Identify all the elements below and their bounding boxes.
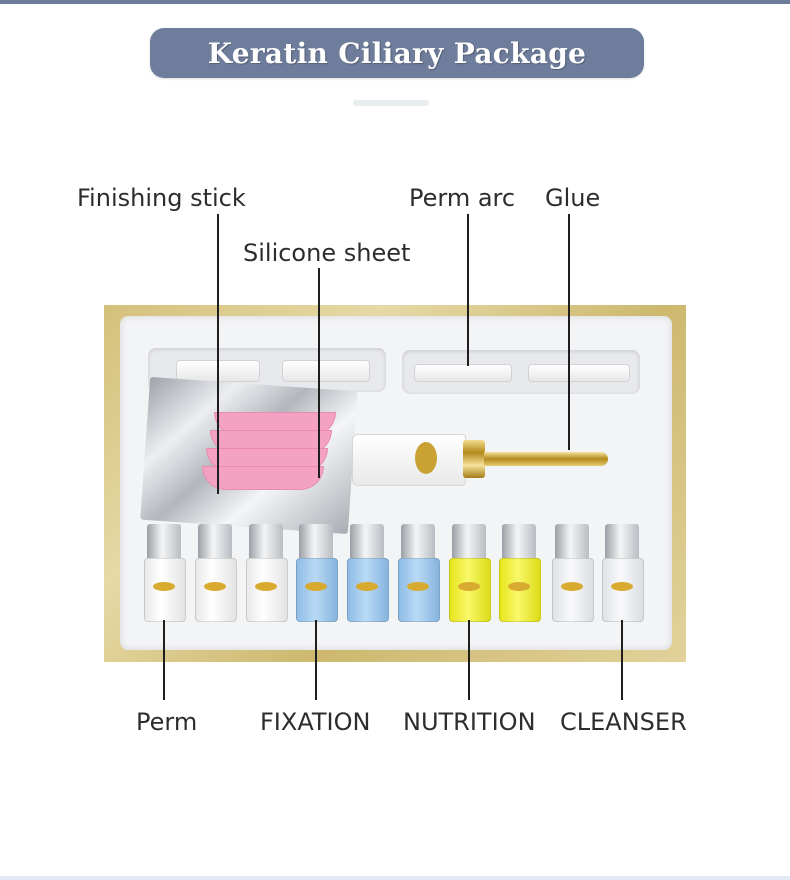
perm-vial: [144, 524, 186, 622]
label-perm-arc: Perm arc: [409, 184, 516, 212]
perm-vial: [195, 524, 237, 622]
cleanser-vial: [552, 524, 594, 622]
perm-arc: [414, 364, 512, 382]
pointer-perm: [163, 620, 165, 700]
nutrition-vial: [449, 524, 491, 622]
fixation-vial: [398, 524, 440, 622]
glue-neck: [463, 440, 485, 478]
pointer-cleanser: [621, 620, 623, 700]
title-banner: Keratin Ciliary Package: [150, 28, 644, 78]
label-glue: Glue: [545, 184, 601, 212]
pointer-finishing-stick: [217, 214, 219, 494]
fixation-vial: [347, 524, 389, 622]
nutrition-vial: [499, 524, 541, 622]
label-silicone-sheet: Silicone sheet: [243, 239, 411, 267]
pointer-fixation: [315, 620, 317, 700]
cleanser-vial: [602, 524, 644, 622]
bottom-divider: [0, 876, 790, 880]
label-finishing-stick: Finishing stick: [77, 184, 246, 212]
top-accent-bar: [0, 0, 790, 4]
pointer-silicone-sheet: [318, 268, 320, 478]
glue-nozzle: [484, 452, 608, 466]
label-perm: Perm: [136, 708, 198, 736]
finishing-stick: [282, 360, 370, 382]
pointer-glue: [568, 214, 570, 450]
glue-logo: [415, 442, 437, 474]
perm-vial: [246, 524, 288, 622]
glue-bottle: [352, 434, 466, 486]
label-cleanser: CLEANSER: [560, 708, 687, 736]
perm-arc: [528, 364, 630, 382]
silicone-pad: [202, 466, 324, 490]
label-fixation: FIXATION: [260, 708, 371, 736]
page-title: Keratin Ciliary Package: [207, 36, 587, 70]
pointer-perm-arc: [467, 214, 469, 366]
fixation-vial: [296, 524, 338, 622]
title-underline: [353, 100, 429, 106]
pointer-nutrition: [468, 620, 470, 700]
label-nutrition: NUTRITION: [403, 708, 536, 736]
